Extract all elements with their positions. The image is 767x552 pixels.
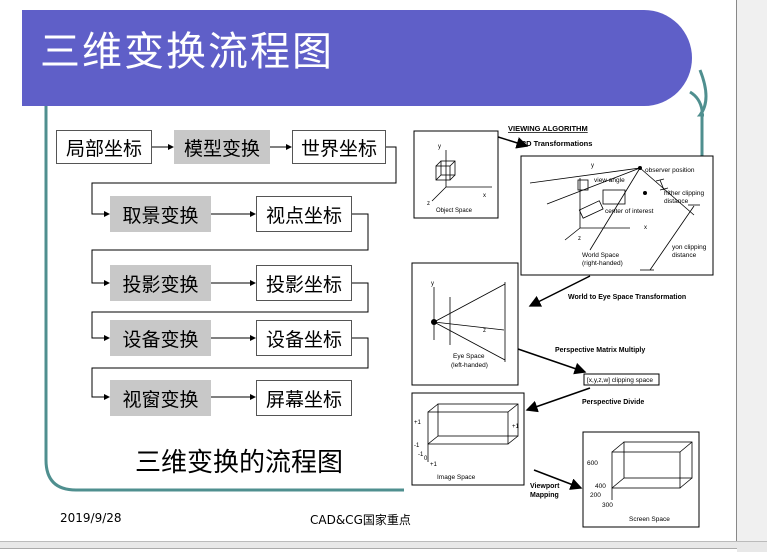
title-bar (22, 10, 692, 106)
svg-text:Eye Space: Eye Space (453, 353, 485, 360)
svg-text:x: x (644, 225, 647, 231)
svg-text:z: z (578, 236, 581, 242)
svg-text:y: y (591, 163, 594, 169)
screen-coords-box: 屏幕坐标 (256, 380, 352, 416)
perspective-matrix-label: Perspective Matrix Multiply (555, 347, 645, 354)
screen-space-panel (582, 431, 700, 528)
local-coords-box: 局部坐标 (56, 130, 152, 164)
object-space-panel (413, 130, 499, 219)
viewport-transform-box: 视窗变换 (110, 380, 211, 416)
screen-space-label: Screen Space (629, 516, 670, 523)
diagram-caption: 三维变换的流程图 (135, 448, 344, 478)
svg-text:+1: +1 (430, 462, 438, 468)
svg-text:-1: -1 (418, 452, 424, 458)
viewing-transform-box: 取景变换 (110, 196, 211, 232)
footer-date: 2019/9/28 (60, 511, 122, 525)
svg-text:+1: +1 (512, 424, 520, 430)
slide-edge-line (736, 0, 737, 542)
svg-text:0: 0 (424, 456, 428, 462)
device-transform-box: 设备变换 (110, 320, 211, 356)
viewing-header: VIEWING ALGORITHM (508, 124, 588, 133)
svg-text:distance: distance (672, 252, 697, 259)
view-coords-box: 视点坐标 (256, 196, 352, 232)
svg-text:distance: distance (664, 198, 689, 205)
footer-org: CAD&CG国家重点 (310, 513, 411, 527)
svg-text:(left-handed): (left-handed) (451, 362, 488, 369)
projection-coords-box: 投影坐标 (256, 265, 352, 301)
clipping-space-label: [x,y,z,w] clipping space (587, 377, 653, 384)
svg-text:World Space: World Space (582, 252, 619, 259)
svg-text:200: 200 (590, 492, 601, 499)
world-to-eye-label: World to Eye Space Transformation (568, 294, 686, 301)
object-space-label: Object Space (436, 208, 473, 214)
svg-text:600: 600 (587, 460, 598, 467)
svg-text:hither clipping: hither clipping (664, 190, 704, 197)
svg-text:z: z (427, 201, 430, 207)
svg-text:Mapping: Mapping (530, 492, 559, 499)
clipping-space-box (583, 373, 660, 386)
svg-text:y: y (438, 144, 441, 150)
svg-text:(right-handed): (right-handed) (582, 260, 623, 267)
world-coords-box: 世界坐标 (292, 130, 386, 164)
svg-text:300: 300 (602, 502, 613, 509)
svg-text:Viewport: Viewport (530, 483, 560, 490)
slide-bottom-margin (0, 541, 767, 552)
model-transform-box: 模型变换 (174, 130, 270, 164)
next-slide-edge (0, 548, 737, 552)
eye-space-panel (411, 262, 519, 386)
projection-transform-box: 投影变换 (110, 265, 211, 301)
slide-right-margin (737, 0, 767, 541)
svg-text:x: x (483, 193, 486, 199)
transform-3d-label: 3D Transformations (522, 139, 592, 148)
perspective-divide-label: Perspective Divide (582, 399, 644, 406)
image-space-panel (411, 392, 525, 486)
slide-title: 三维变换流程图 (40, 29, 334, 75)
view-angle-label: view angle (594, 177, 625, 184)
svg-text:+1: +1 (414, 420, 422, 426)
svg-text:yon clipping: yon clipping (672, 244, 707, 251)
world-space-panel (520, 155, 714, 276)
svg-text:-1: -1 (414, 443, 420, 449)
observer-position-label: observer position (645, 167, 695, 174)
image-space-label: Image Space (437, 474, 476, 481)
svg-text:z: z (483, 328, 486, 334)
svg-text:400: 400 (595, 483, 606, 490)
svg-text:y: y (431, 281, 434, 287)
device-coords-box: 设备坐标 (256, 320, 352, 356)
center-of-interest-label: center of interest (605, 208, 654, 215)
